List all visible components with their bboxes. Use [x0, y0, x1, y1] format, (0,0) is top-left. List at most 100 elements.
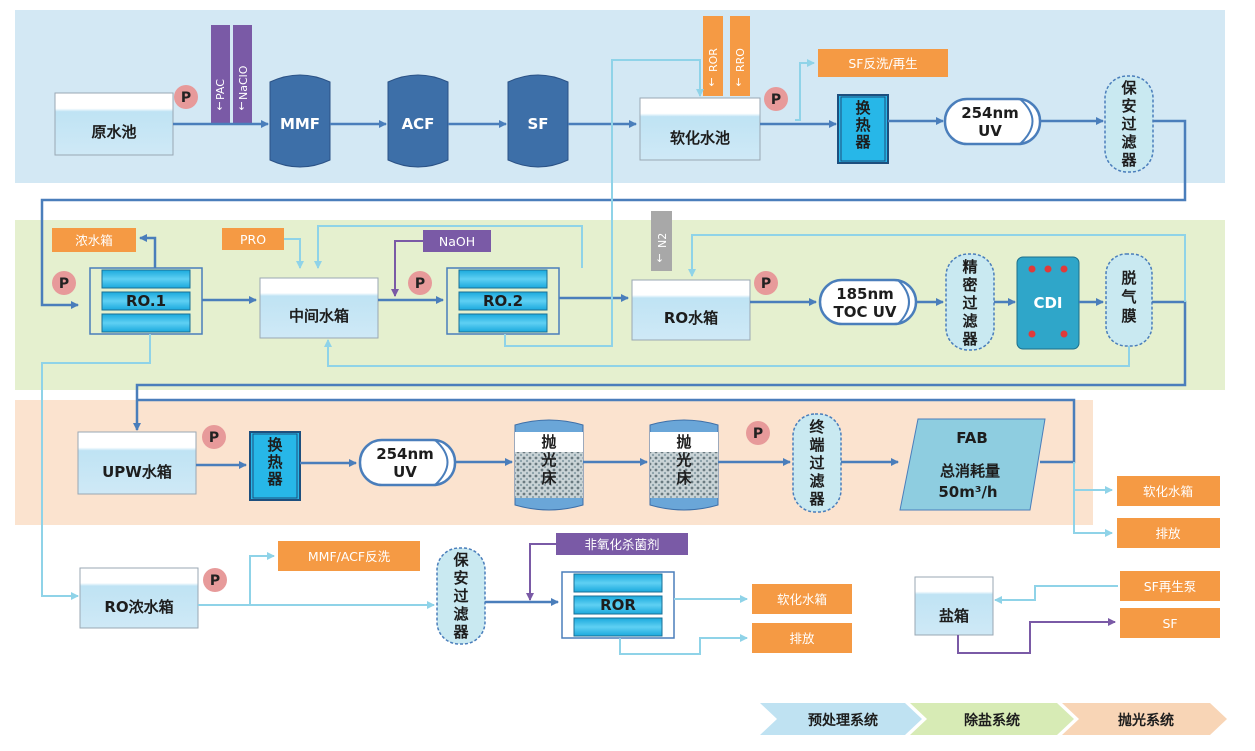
pump-3: P: [52, 271, 76, 295]
uv254-2-line2: UV: [393, 463, 417, 481]
svg-text:↓: ↓: [734, 76, 743, 89]
discharge-output-2-label: 排放: [789, 631, 815, 646]
pump-7: P: [746, 421, 770, 445]
discharge-output-1-label: 排放: [1155, 526, 1181, 541]
legend-desalination: 除盐系统: [910, 703, 1074, 735]
ro1-membrane: RO.1: [89, 267, 203, 335]
salt-tank: 盐箱: [914, 576, 994, 636]
security-filter-2: 保安过滤器: [436, 547, 486, 645]
polishing-bed-1: 抛光床: [514, 419, 584, 511]
n2-input: N2 ↓: [651, 211, 672, 271]
hx1-text: 换热器: [854, 99, 871, 151]
uv254-unit-2: 254nm UV: [358, 438, 457, 487]
naoh-dosing: NaOH: [423, 230, 491, 252]
sf-output: SF: [1120, 608, 1220, 638]
intermediate-water-tank: 中间水箱: [259, 277, 379, 339]
ro2-membrane: RO.2: [446, 267, 560, 335]
uv254-1-line1: 254nm: [961, 104, 1019, 122]
uv185-line2: TOC UV: [833, 303, 896, 321]
soft-tank-output-2-label: 软化水箱: [777, 592, 827, 607]
svg-text:↓: ↓: [237, 100, 246, 113]
acf-filter: ACF: [387, 74, 449, 168]
upw-water-tank-label: UPW水箱: [102, 463, 172, 481]
security-filter-1: 保安过滤器: [1104, 75, 1154, 173]
svg-text:P: P: [761, 276, 771, 292]
sf-backwash-label: SF反洗/再生: [848, 56, 917, 71]
ro-water-tank-label: RO水箱: [664, 309, 718, 327]
ro-water-tank: RO水箱: [631, 279, 751, 341]
pro-input: PRO: [222, 228, 284, 250]
pro-label: PRO: [240, 232, 266, 247]
mmf-filter: MMF: [269, 74, 331, 168]
uv185-line1: 185nm: [836, 285, 894, 303]
rro-return: RRO ↓: [730, 16, 750, 96]
mmf-acf-backwash-output: MMF/ACF反洗: [278, 541, 420, 571]
soft-tank-output-1-label: 软化水箱: [1143, 484, 1193, 499]
legend-polishing-label: 抛光系统: [1118, 712, 1174, 729]
mmf-acf-backwash-label: MMF/ACF反洗: [308, 549, 391, 564]
final-filter: 终端过滤器: [792, 413, 842, 513]
final-filter-text: 终端过滤器: [808, 418, 825, 508]
soft-tank-output-2: 软化水箱: [752, 584, 852, 614]
softened-water-tank: 软化水池: [639, 97, 761, 161]
n2-label: N2: [656, 233, 669, 248]
rro-return-label: RRO: [734, 48, 747, 72]
pac-dosing: PAC ↓: [211, 25, 230, 123]
pump-5: P: [754, 271, 778, 295]
degas-text: 脱气膜: [1120, 269, 1136, 325]
ro-concentrate-tank: RO浓水箱: [79, 567, 199, 629]
sf-output-label: SF: [1162, 616, 1177, 631]
ro2-label: RO.2: [483, 292, 523, 310]
acf-label: ACF: [402, 115, 435, 133]
ror-return-label: ROR: [707, 48, 720, 72]
polishing-bed-2: 抛光床: [649, 419, 719, 511]
soft-tank-output-1: 软化水箱: [1117, 476, 1220, 506]
uv254-2-line1: 254nm: [376, 445, 434, 463]
naclo-dosing: NaClO ↓: [233, 25, 252, 123]
discharge-output-2: 排放: [752, 623, 852, 653]
discharge-output-1: 排放: [1117, 518, 1220, 548]
degas-membrane: 脱气膜: [1105, 253, 1153, 347]
security-filter-1-text: 保安过滤器: [1120, 79, 1137, 169]
legend-pretreatment-label: 预处理系统: [808, 712, 878, 729]
sf-filter: SF: [507, 74, 569, 168]
svg-text:↓: ↓: [707, 76, 716, 89]
pac-label: PAC: [214, 79, 227, 100]
svg-text:P: P: [59, 276, 69, 292]
raw-water-tank-label: 原水池: [91, 123, 136, 141]
fab-consumption-value: 50m³/h: [938, 483, 997, 501]
sf-label: SF: [527, 115, 548, 133]
ror-label: ROR: [600, 596, 636, 614]
conc-tank-label: 浓水箱: [75, 233, 113, 248]
svg-text:P: P: [771, 92, 781, 108]
svg-text:P: P: [415, 276, 425, 292]
fab-consumption-label: 总消耗量: [940, 462, 1000, 480]
svg-text:↓: ↓: [215, 100, 224, 113]
svg-text:P: P: [753, 426, 763, 442]
pump-6: P: [202, 425, 226, 449]
legend-desalination-label: 除盐系统: [964, 712, 1020, 729]
sf-regen-pump-label: SF再生泵: [1144, 579, 1197, 594]
cdi-label: CDI: [1033, 294, 1062, 312]
heat-exchanger-1: 换热器: [837, 94, 889, 164]
precision-filter-text: 精密过滤器: [961, 258, 978, 348]
naoh-label: NaOH: [439, 234, 475, 249]
raw-water-tank: 原水池: [54, 92, 174, 156]
salt-tank-label: 盐箱: [939, 607, 969, 625]
mmf-label: MMF: [280, 115, 320, 133]
sf-regen-pump-output: SF再生泵: [1120, 571, 1220, 601]
cdi-unit: CDI: [1016, 256, 1080, 350]
intermediate-water-tank-label: 中间水箱: [289, 307, 349, 325]
uv254-unit-1: 254nm UV: [943, 97, 1042, 146]
biocide-dosing: 非氧化杀菌剂: [556, 533, 688, 555]
precision-filter: 精密过滤器: [945, 253, 995, 351]
svg-text:P: P: [209, 430, 219, 446]
softened-water-tank-label: 软化水池: [670, 129, 730, 147]
pump-4: P: [408, 271, 432, 295]
ror-membrane: ROR: [561, 571, 675, 639]
svg-text:P: P: [210, 573, 220, 589]
fab-label: FAB: [956, 429, 988, 447]
fab-consumer: FAB 总消耗量 50m³/h: [899, 418, 1046, 511]
polish-bed-2-text: 抛光床: [675, 433, 692, 487]
